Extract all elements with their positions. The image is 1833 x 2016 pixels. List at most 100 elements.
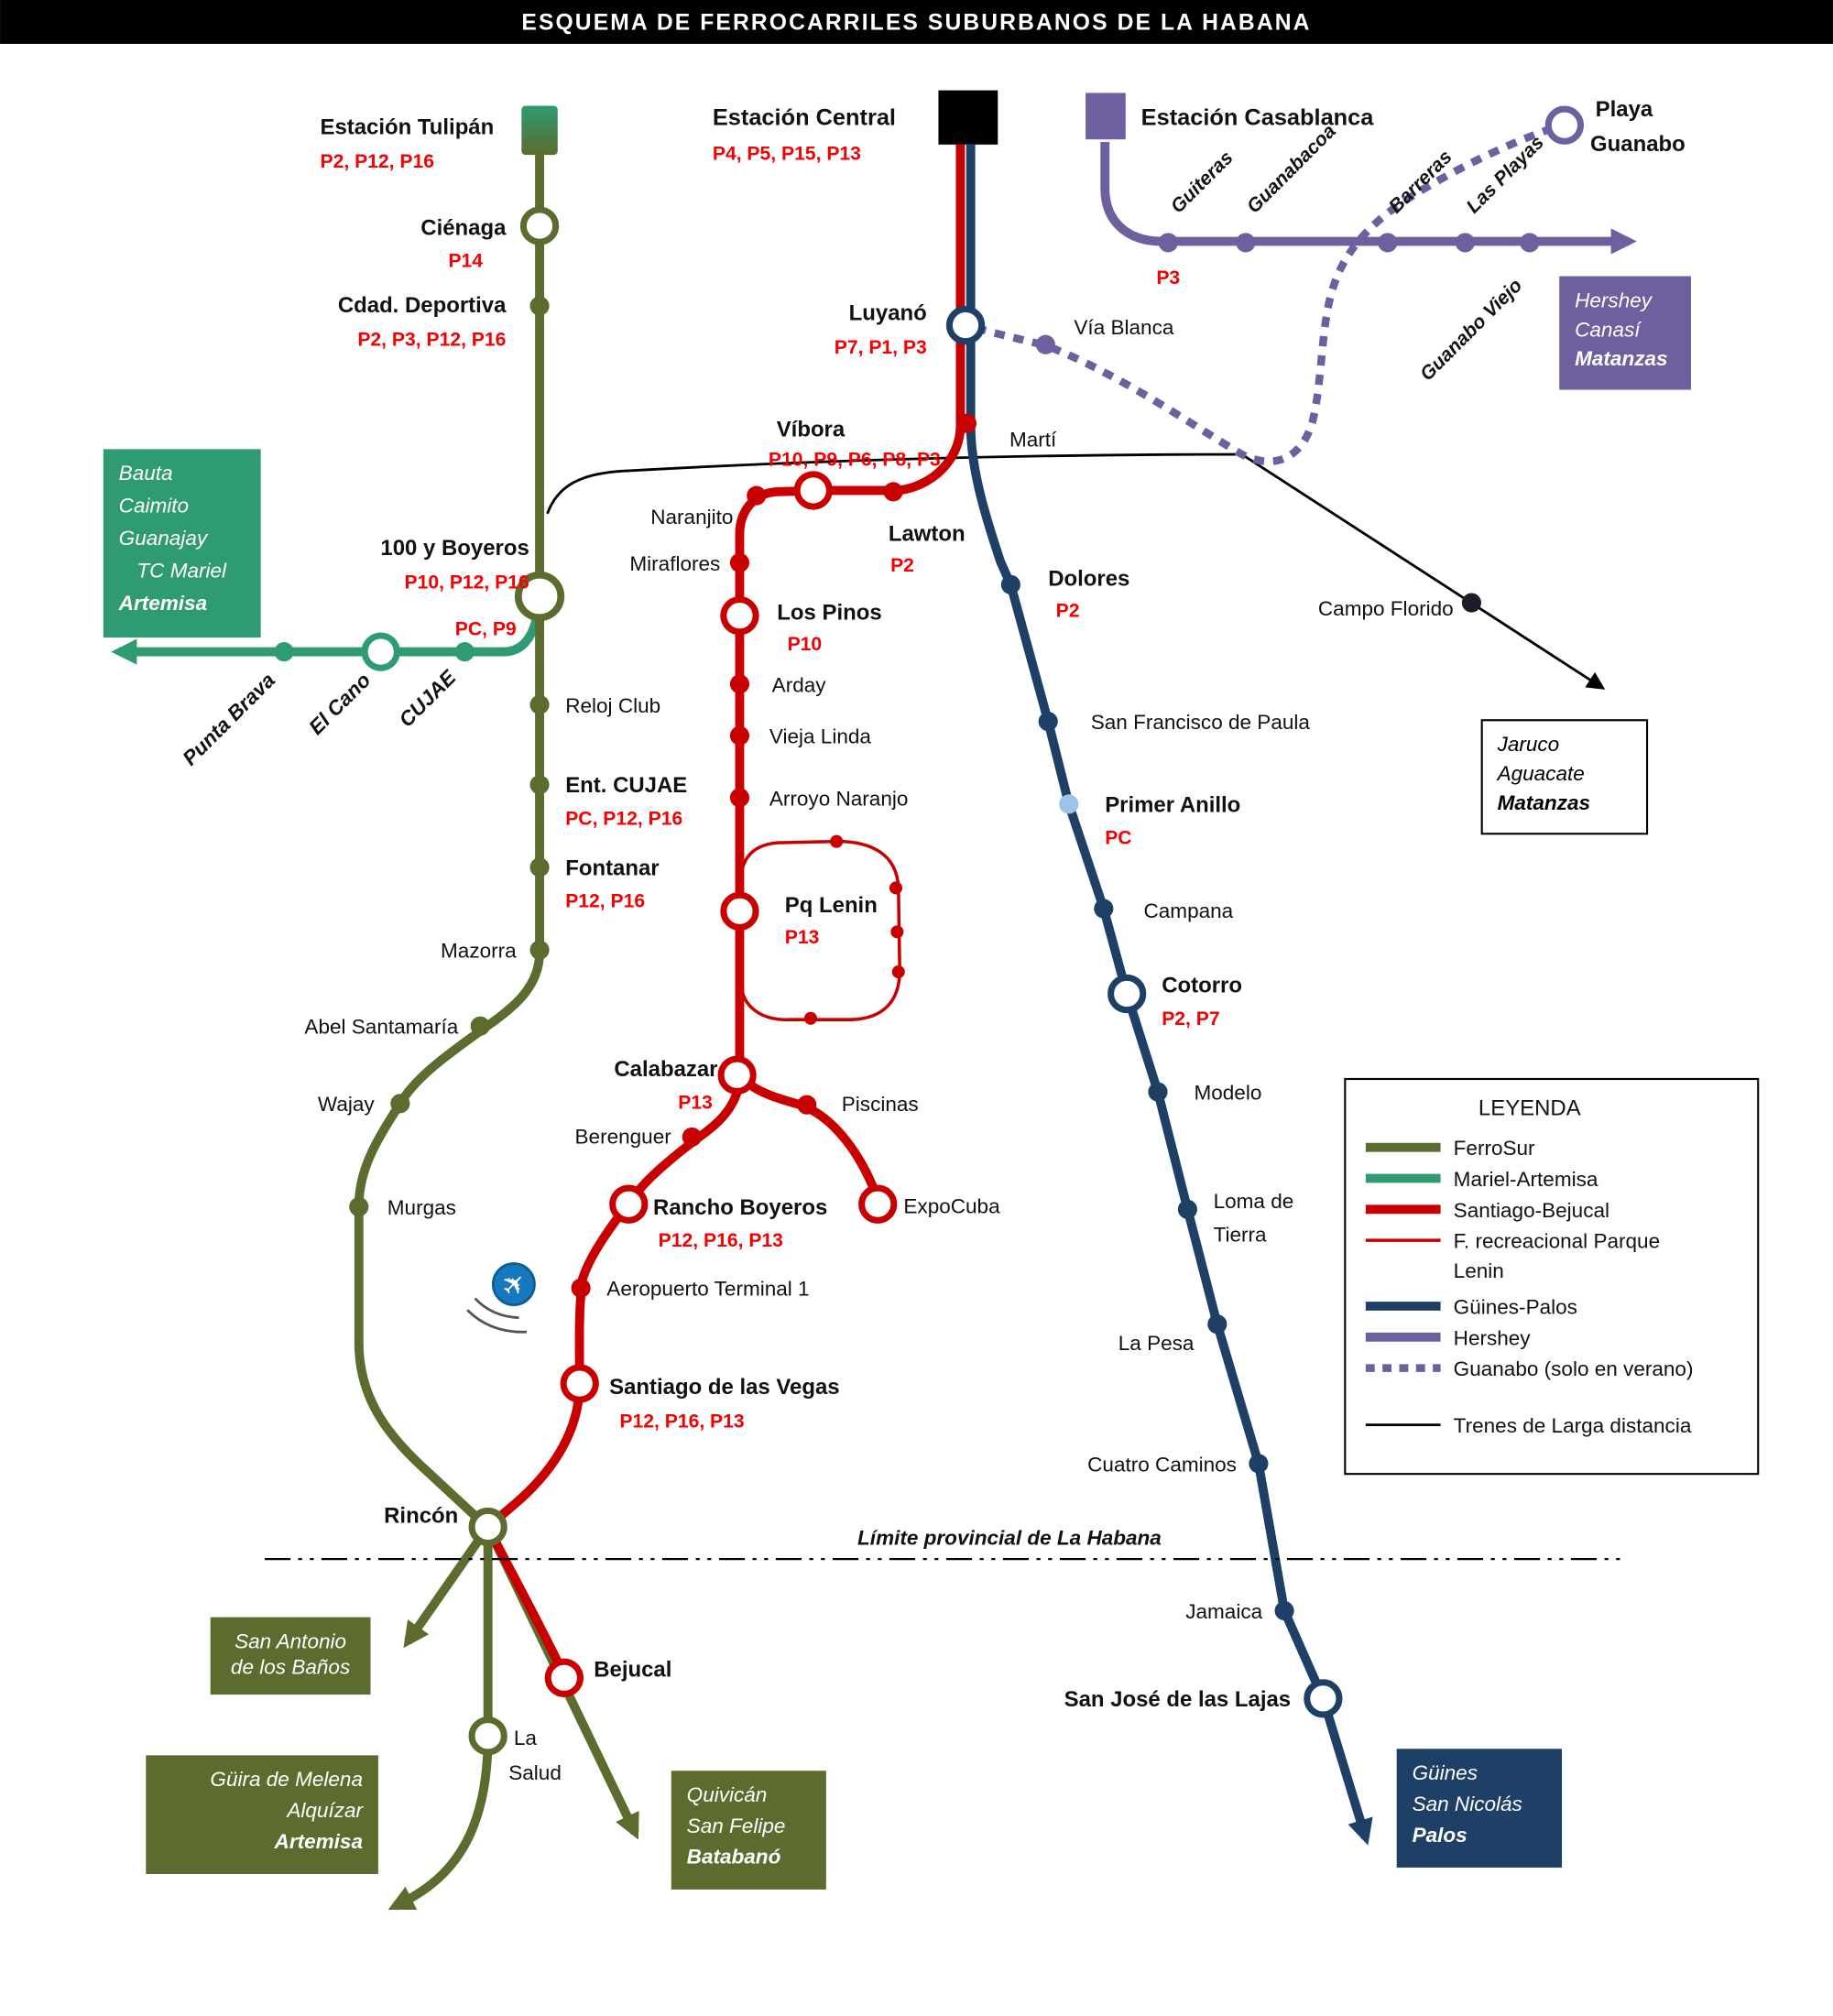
label-guanabacoa: Guanabacoa [1243, 120, 1340, 217]
label-lawton: Lawton [889, 521, 966, 546]
label-mazorra: Mazorra [441, 940, 517, 963]
label-calabazar-routes: P13 [678, 1092, 713, 1113]
label-vibora: Víbora [777, 417, 846, 441]
label-san-jose-de-las-lajas: San José de las Lajas [1064, 1687, 1292, 1712]
label-loma-de-tierra-1: Loma de [1214, 1190, 1294, 1213]
station-marker-calabazar [717, 1055, 757, 1095]
label-loma-de-tierra-2: Tierra [1214, 1224, 1267, 1247]
legend-label-santiago: Santiago-Bejucal [1454, 1199, 1609, 1222]
terminus-box-line-bauta-1: Caimito [119, 495, 189, 518]
label-la-pesa: La Pesa [1118, 1332, 1195, 1355]
terminus-box-line-bauta-2: Guanajay [119, 527, 209, 550]
label-wajay: Wajay [318, 1093, 375, 1116]
label-murgas: Murgas [387, 1196, 456, 1219]
label-cienaga: Ciénaga [420, 215, 507, 240]
station-marker-primer-anillo [1059, 794, 1079, 814]
label-el-cano: El Cano [304, 669, 375, 739]
larga-distancia-line [546, 452, 1606, 690]
station-marker-pq-lenin [720, 891, 759, 931]
station-marker-guanabacoa [1236, 233, 1256, 253]
terminus-box-line-jaruco-0: Jaruco [1497, 733, 1560, 756]
label-rancho-boyeros: Rancho Boyeros [653, 1195, 827, 1220]
label-fontanar: Fontanar [565, 855, 659, 880]
station-marker-berenguer [682, 1127, 702, 1147]
label-vieja-linda: Vieja Linda [769, 725, 872, 748]
label-marti: Martí [1009, 429, 1057, 452]
santiago-bejucal-branch-bejucal [484, 1524, 567, 1675]
terminus-box-line-guines-1: San Nicolás [1413, 1793, 1522, 1815]
label-limite-provincial: Límite provincial de La Habana [857, 1527, 1162, 1550]
station-marker-rancho-boyeros [609, 1184, 649, 1224]
station-marker-naranjito [747, 485, 767, 506]
label-reloj-club: Reloj Club [565, 694, 660, 717]
station-marker-rincon [468, 1507, 507, 1547]
terminus-box-line-jaruco-2: Matanzas [1498, 791, 1590, 814]
station-marker-loop-dot-2 [889, 881, 902, 895]
station-marker-loop-dot-5 [803, 1011, 817, 1025]
label-estacion-central: Estación Central [713, 105, 896, 131]
station-marker-piscinas [797, 1095, 817, 1115]
airport-icon: ✈ [466, 1262, 536, 1334]
legend-label2-parque-lenin: Lenin [1454, 1259, 1504, 1282]
label-piscinas: Piscinas [842, 1093, 919, 1116]
parque-lenin-loop [737, 839, 901, 1021]
terminus-box-line-quivican-2: Batabanó [687, 1846, 781, 1869]
stations-layer [274, 105, 1585, 1756]
legend-label-larga-distancia: Trenes de Larga distancia [1454, 1414, 1692, 1437]
station-marker-loop-dot-1 [830, 834, 844, 848]
station-marker-los-pinos [720, 596, 759, 636]
station-marker-santiago-de-las-vegas [560, 1364, 599, 1403]
terminus-box-line-jaruco-1: Aguacate [1496, 762, 1585, 785]
label-via-blanca: Vía Blanca [1074, 316, 1173, 339]
station-marker-cuatro-caminos [1249, 1454, 1269, 1474]
station-marker-el-cano [361, 632, 400, 671]
station-marker-aeropuerto-t1 [571, 1278, 591, 1298]
label-modelo: Modelo [1194, 1082, 1261, 1105]
station-marker-luyano [945, 305, 986, 345]
label-arroyo-naranjo: Arroyo Naranjo [769, 787, 909, 810]
label-estacion-central-routes: P4, P5, P15, P13 [713, 144, 861, 165]
station-marker-fontanar [529, 857, 550, 877]
label-rincon: Rincón [384, 1504, 458, 1529]
page-title: ESQUEMA DE FERROCARRILES SUBURBANOS DE L… [521, 10, 1311, 35]
station-marker-jamaica [1274, 1600, 1294, 1621]
terminus-box-rect-guira [146, 1755, 378, 1874]
station-marker-campo-florido [1461, 593, 1481, 613]
legend-item-hershey: Hershey [1365, 1326, 1531, 1349]
station-marker-san-francisco-de-paula [1038, 712, 1058, 732]
label-campana: Campana [1144, 899, 1234, 922]
legend-item-mariel: Mariel-Artemisa [1365, 1168, 1598, 1191]
station-marker-dolores [1000, 574, 1020, 594]
legend-label-ferrosur: FerroSur [1454, 1137, 1535, 1160]
label-pq-lenin: Pq Lenin [785, 893, 878, 918]
legend-label-parque-lenin: F. recreacional Parque [1454, 1230, 1660, 1253]
label-primer-anillo-routes: PC [1105, 828, 1131, 849]
label-luyano-routes: P7, P1, P3 [835, 337, 927, 358]
label-las-playas: Las Playas [1462, 132, 1548, 218]
label-pc-p9-routes: PC, P9 [455, 618, 517, 639]
ferrosur-branch-san-antonio [403, 1524, 492, 1649]
station-marker-abel-santamaria [470, 1016, 490, 1036]
station-marker-loma-de-tierra [1177, 1199, 1197, 1219]
estacion-casablanca-marker [1086, 93, 1126, 140]
label-fontanar-routes: P12, P16 [565, 891, 645, 912]
label-punta-brava: Punta Brava [178, 669, 279, 770]
station-marker-san-jose-de-las-lajas [1304, 1679, 1343, 1718]
label-aeropuerto-terminal-1: Aeropuerto Terminal 1 [606, 1278, 809, 1301]
station-marker-punta-brava [274, 642, 294, 662]
label-dolores: Dolores [1048, 567, 1129, 592]
label-lawton-routes: P2 [890, 555, 914, 576]
terminus-box-line-san-antonio-1: de los Baños [231, 1656, 350, 1679]
station-marker-guanabo-viejo [1520, 233, 1540, 253]
label-rancho-boyeros-routes: P12, P16, P13 [659, 1230, 783, 1251]
label-cdad-deportiva-routes: P2, P3, P12, P16 [357, 330, 506, 351]
terminus-box-line-guines-0: Güines [1413, 1761, 1478, 1784]
terminus-box-line-hershey-1: Canasí [1575, 318, 1642, 341]
hershey-line [1100, 142, 1637, 255]
